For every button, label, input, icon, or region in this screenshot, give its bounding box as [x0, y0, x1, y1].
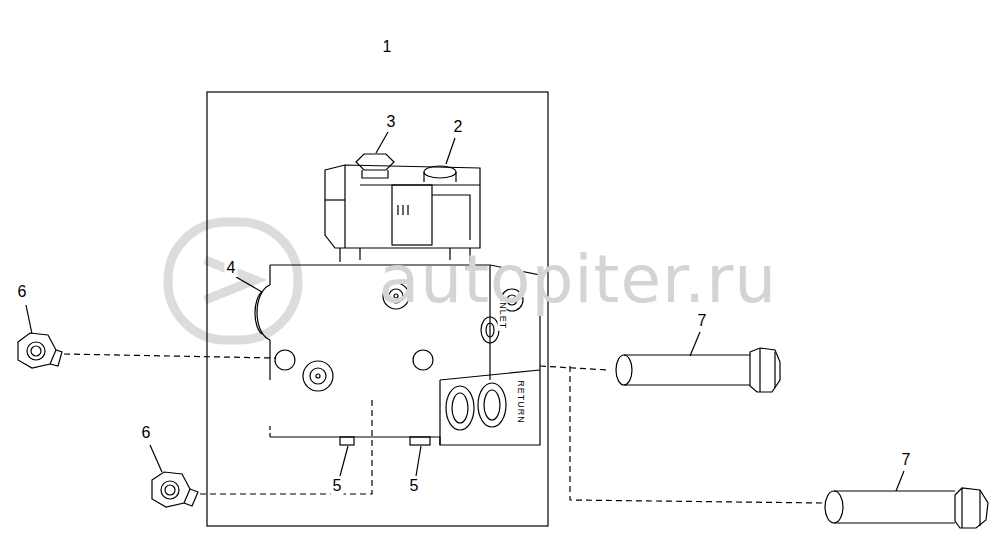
solenoid: [325, 154, 480, 262]
callout-number: 5: [331, 477, 344, 495]
assembly-line: [64, 354, 822, 503]
nut: [18, 333, 198, 507]
callout-number: 3: [385, 113, 398, 131]
callout-number: 6: [140, 424, 153, 442]
callout-number: 7: [696, 312, 709, 330]
callout-number: 6: [16, 283, 29, 301]
callout-number: 5: [408, 477, 421, 495]
callout-number: 4: [225, 259, 238, 277]
watermark-logo: [168, 222, 298, 340]
port-marking: RETURN: [516, 379, 525, 425]
watermark: autopiter.ru: [379, 247, 777, 313]
callout-number: 2: [452, 118, 465, 136]
leader-line: [26, 132, 904, 491]
callout-number: 1: [381, 38, 394, 56]
callout-number: 7: [900, 451, 913, 469]
